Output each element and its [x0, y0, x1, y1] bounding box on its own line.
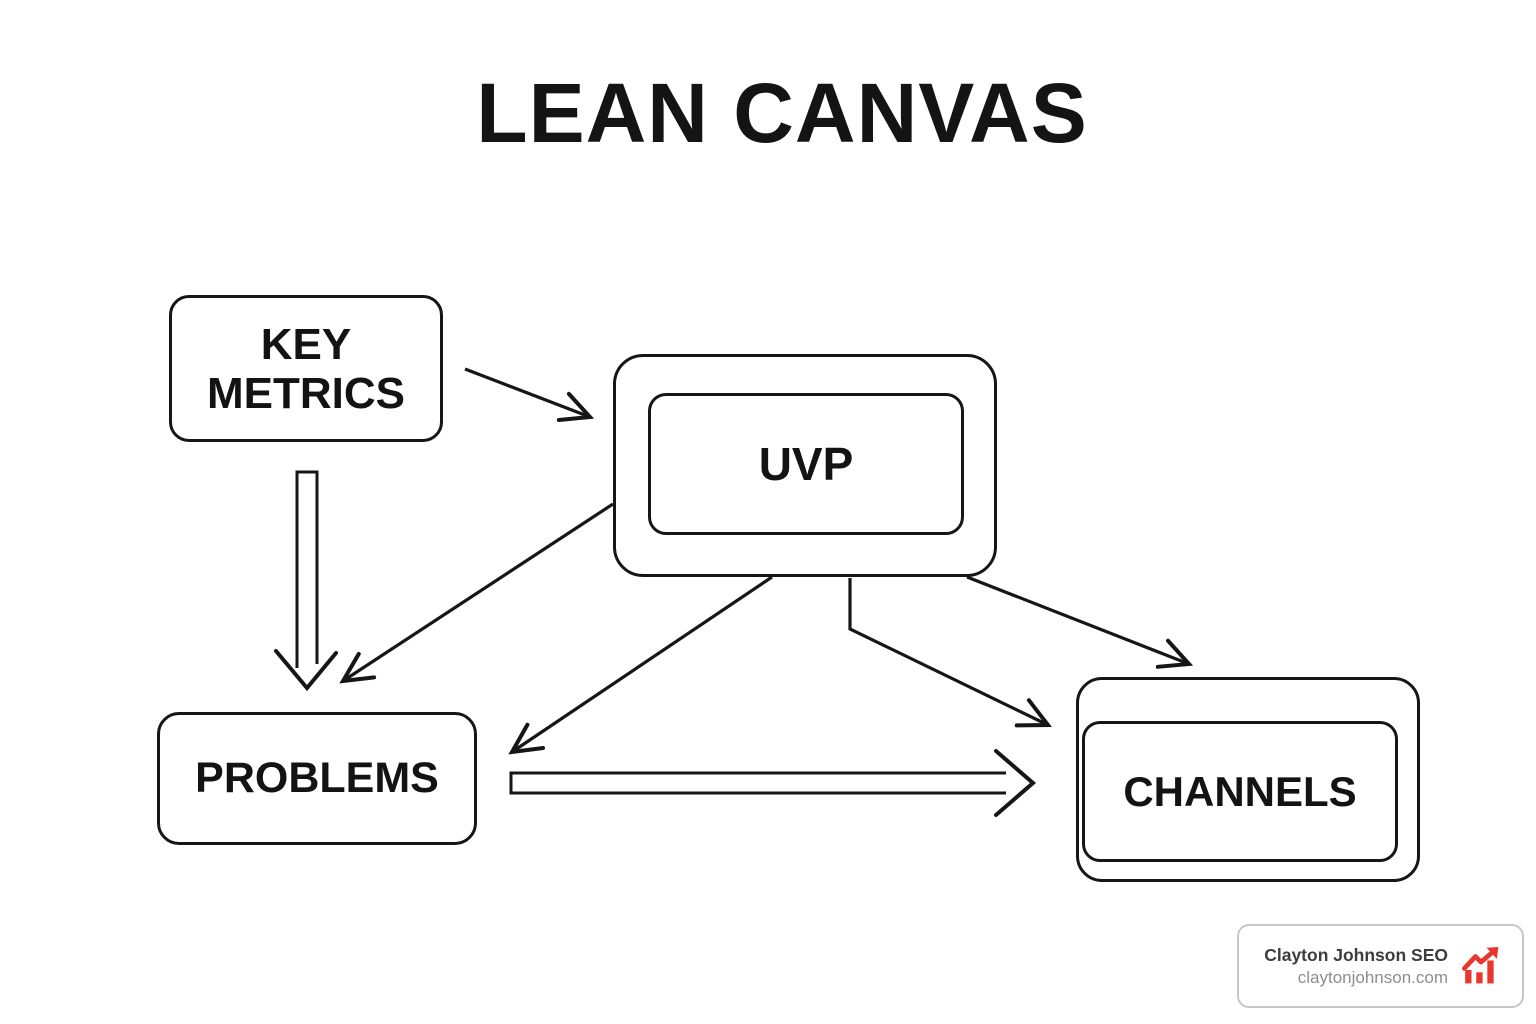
- key-metrics-label: KEY METRICS: [207, 319, 405, 418]
- node-channels-inner: CHANNELS: [1082, 721, 1398, 862]
- node-channels: CHANNELS: [1076, 677, 1420, 882]
- node-key-metrics: KEY METRICS: [169, 295, 443, 442]
- watermark-domain: claytonjohnson.com: [1297, 968, 1448, 987]
- node-uvp: UVP: [613, 354, 997, 577]
- trending-up-bar-chart-icon: [1462, 947, 1499, 984]
- edge-uvp-to-problems-lower: [512, 575, 773, 752]
- edge-uvp-to-problems-upper: [343, 502, 614, 681]
- edge-problems-to-channels: [509, 749, 1037, 817]
- diagram-title: LEAN CANVAS: [476, 66, 1088, 160]
- watermark-card: Clayton Johnson SEO claytonjohnson.com: [1237, 924, 1524, 1008]
- node-uvp-inner: UVP: [648, 393, 964, 535]
- edge-key-metrics-to-problems: [274, 470, 338, 692]
- channels-label: CHANNELS: [1123, 767, 1357, 815]
- watermark-text: Clayton Johnson SEO claytonjohnson.com: [1264, 944, 1448, 988]
- uvp-label: UVP: [758, 438, 854, 490]
- edge-key-metrics-to-uvp: [464, 367, 590, 417]
- watermark-name: Clayton Johnson SEO: [1264, 945, 1448, 965]
- node-problems: PROBLEMS: [157, 712, 477, 845]
- problems-label: PROBLEMS: [195, 754, 439, 802]
- edge-uvp-to-channels-upper: [966, 575, 1189, 664]
- edge-uvp-to-channels-bent: [848, 578, 1048, 725]
